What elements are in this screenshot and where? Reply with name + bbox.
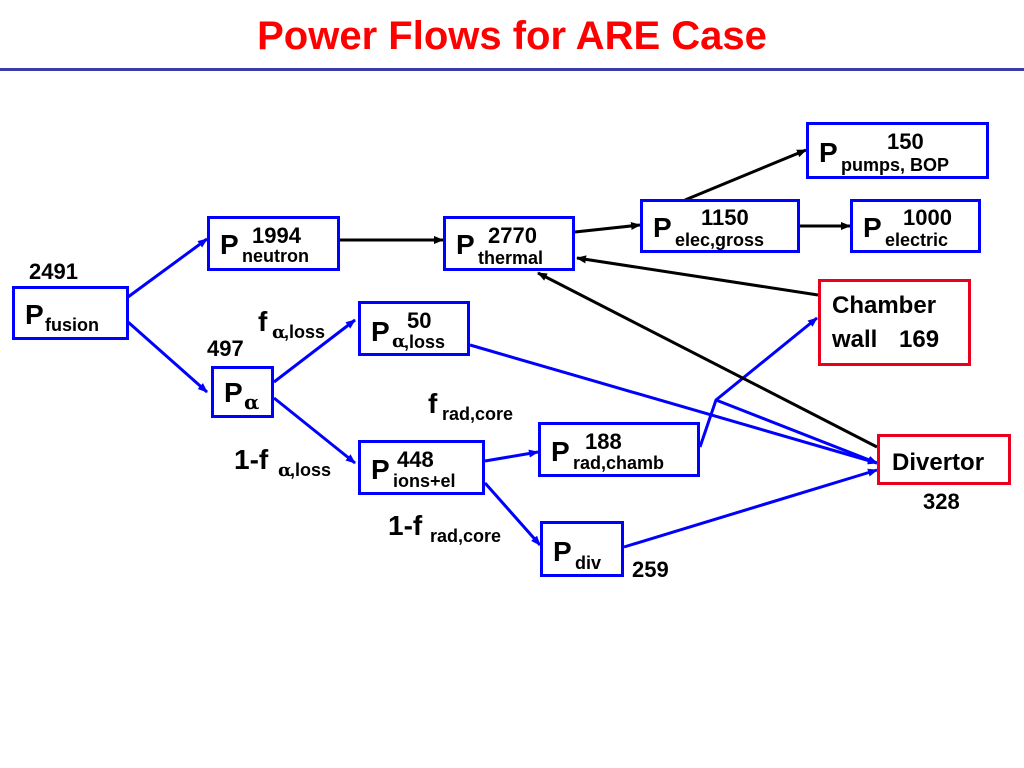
arrow-fusion-neutron xyxy=(127,237,208,299)
arrow-chamberwall-thermal xyxy=(576,255,819,297)
node-p-thermal: P 2770 thermal xyxy=(443,216,575,271)
value-div: 259 xyxy=(632,557,669,582)
chamber-wall-line2: wall xyxy=(832,326,878,353)
label-main: f xyxy=(428,388,438,419)
arrow-alpha-ions xyxy=(273,396,356,465)
divertor-label: Divertor xyxy=(892,449,985,476)
node-p-rad-chamb: P 188 rad,chamb xyxy=(538,422,700,477)
arrow-thermal-elecgross xyxy=(574,221,641,234)
value-divertor: 328 xyxy=(923,489,960,514)
node-symbol: P xyxy=(863,212,882,243)
arrow-ions-radchamb xyxy=(484,449,539,463)
node-p-ions-el: P 448 ions+el xyxy=(358,440,485,495)
node-symbol: P xyxy=(456,229,475,260)
label-sub: rad,core xyxy=(442,404,514,424)
node-superscript: 2770 xyxy=(488,223,537,248)
node-symbol: P xyxy=(553,536,572,567)
node-symbol: P xyxy=(653,212,672,243)
node-subscript: fusion xyxy=(45,315,99,335)
node-subscript: thermal xyxy=(478,248,544,268)
chamber-wall-line1: Chamber xyxy=(832,292,937,319)
label-main: f xyxy=(258,306,268,337)
arrow-radchamb-divertor xyxy=(715,398,878,465)
arrow-elecgross-pumps xyxy=(684,148,807,202)
node-symbol: P xyxy=(25,299,44,330)
node-symbol: P xyxy=(551,436,570,467)
node-superscript: 50 xyxy=(407,308,432,333)
node-subscript: pumps, BOP xyxy=(841,155,950,175)
node-p-alpha: P α xyxy=(211,366,274,418)
label-greek: α xyxy=(272,322,286,343)
node-p-div: P div xyxy=(540,521,624,577)
node-p-electric: P 1000 electric xyxy=(850,199,981,253)
node-chamber-wall: Chamber wall 169 xyxy=(818,279,971,366)
page-title: Power Flows for ARE Case xyxy=(257,14,767,58)
node-subscript: elec,gross xyxy=(675,230,765,250)
node-superscript: 448 xyxy=(397,447,434,472)
node-p-fusion: P fusion xyxy=(12,286,129,340)
node-superscript: 1000 xyxy=(903,205,952,230)
node-superscript: 1150 xyxy=(701,205,749,230)
node-p-alpha-loss: P 50 α ,loss xyxy=(358,301,470,356)
node-subscript-greek: α xyxy=(244,390,260,414)
node-divertor: Divertor xyxy=(877,434,1011,485)
node-subscript-greek: α xyxy=(392,331,406,352)
node-symbol: P xyxy=(224,377,243,408)
node-subscript: ,loss xyxy=(404,332,446,352)
label-sub: ,loss xyxy=(284,322,326,342)
node-subscript: neutron xyxy=(242,246,309,266)
label-sub: ,loss xyxy=(290,460,332,480)
label-main: 1-f xyxy=(234,444,269,475)
label-main: 1-f xyxy=(388,510,423,541)
node-subscript: ions+el xyxy=(393,471,456,491)
arrow-fusion-alpha xyxy=(127,320,208,394)
label-greek: α xyxy=(278,460,292,481)
node-subscript: electric xyxy=(885,230,949,250)
title-divider xyxy=(0,68,1024,71)
node-superscript: 188 xyxy=(585,429,622,454)
arrow-ions-div xyxy=(483,482,542,546)
label-sub: rad,core xyxy=(430,526,502,546)
chamber-wall-value: 169 xyxy=(899,326,940,353)
value-fusion: 2491 xyxy=(29,259,78,284)
node-subscript: div xyxy=(575,553,602,573)
node-symbol: P xyxy=(371,454,390,485)
node-superscript: 1994 xyxy=(252,223,301,248)
arrow-div-divertor xyxy=(623,468,878,549)
node-superscript: 150 xyxy=(887,129,924,154)
arrow-divertor-thermal xyxy=(537,271,878,449)
node-symbol: P xyxy=(220,229,239,260)
arrow-alphaloss-divertor xyxy=(469,343,878,465)
arrow-alpha-alphaloss xyxy=(273,318,356,384)
node-p-neutron: P 1994 neutron xyxy=(207,216,340,271)
node-p-elec-gross: P 1150 elec,gross xyxy=(640,199,800,253)
node-symbol: P xyxy=(819,137,838,168)
node-p-pumps-bop: P 150 pumps, BOP xyxy=(806,122,989,179)
value-alpha: 497 xyxy=(207,336,244,361)
node-symbol: P xyxy=(371,316,390,347)
node-subscript: rad,chamb xyxy=(573,453,665,473)
